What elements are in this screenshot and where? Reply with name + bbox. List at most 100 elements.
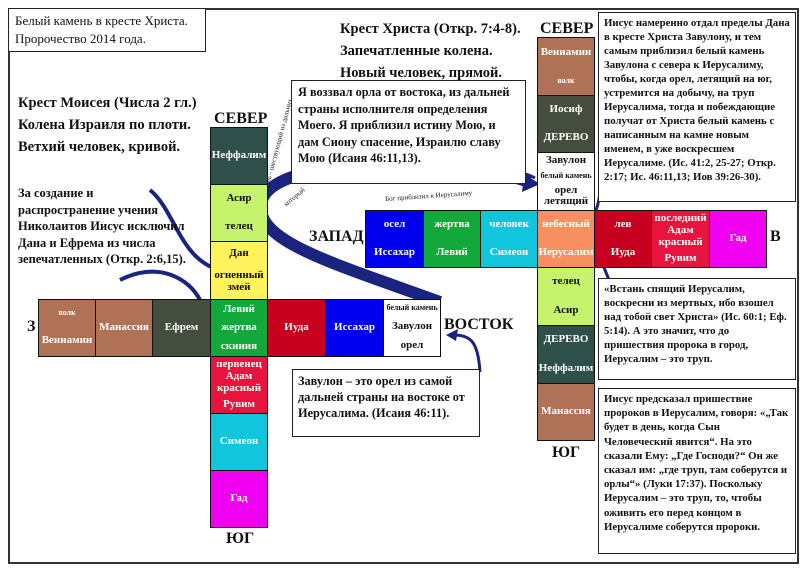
christ-cell-zebulun: Завулон белый камень орел летящий — [537, 152, 595, 211]
cell-label: жертва — [434, 218, 470, 231]
cell-label: Неффалим — [538, 361, 594, 374]
dan-ephraim-arrow — [119, 188, 221, 301]
title-box: Белый камень в кресте Христа. Пророчеств… — [8, 8, 206, 52]
cell-label: Иуда — [284, 321, 309, 334]
moses-heading-line: Крест Моисея (Числа 2 гл.) — [18, 95, 197, 111]
cell-label: белый камень — [540, 170, 592, 180]
cell-label: Манассия — [541, 405, 591, 418]
outer-frame — [8, 8, 799, 564]
cell-label: орел — [400, 339, 424, 352]
cell-label: небесный — [542, 218, 590, 231]
cell-label: телец — [225, 220, 253, 233]
cell-label: Асир — [226, 192, 252, 205]
cell-label: Завулон — [545, 154, 587, 167]
cell-label: осел — [383, 218, 406, 231]
cell-label: Иосиф — [549, 103, 583, 116]
cell-label: Гад — [729, 232, 747, 245]
cell-label: Левий — [223, 302, 255, 315]
christ-south-label: ЮГ — [552, 444, 581, 461]
moses-east-label: ВОСТОК — [444, 316, 514, 333]
zebulun-eagle-box: Завулон – это орел из самой дальней стра… — [292, 369, 480, 437]
moses-cell-naftali: Неффалим — [210, 127, 268, 185]
moses-heading-line: Ветхий человек, кривой. — [18, 139, 181, 155]
cell-label: Симеон — [489, 246, 529, 259]
moses-cell-judah: Иуда — [267, 299, 326, 357]
cell-label: Иссахар — [374, 246, 415, 259]
moses-heading-line: Колена Израиля по плоти. — [18, 117, 191, 133]
moses-north-label: СЕВЕР — [214, 110, 268, 127]
cell-label: Неффалим — [211, 149, 267, 162]
cell-label: белый камень — [386, 303, 438, 313]
cell-label: ДЕРЕВО — [543, 131, 589, 144]
cell-label: лев — [614, 218, 632, 231]
moses-cell-gad: Гад — [210, 470, 268, 528]
moses-cell-levi: Левий жертва скиния — [210, 299, 268, 357]
christ-east-label: В — [770, 228, 781, 245]
moses-south-label: ЮГ — [226, 530, 255, 547]
christ-heading: Крест Христа (Откр. 7:4-8). Запечатленны… — [340, 18, 521, 84]
title-line-2: Пророчество 2014 года. — [15, 31, 146, 46]
cell-label: Рувим — [223, 398, 255, 410]
cell-label: первенец Адам красный — [216, 358, 262, 394]
cell-label: Асир — [553, 303, 579, 316]
cell-label: Вениамин — [41, 334, 93, 347]
christ-cell-manasseh: Манассия — [537, 383, 595, 441]
cell-label: Ефрем — [164, 321, 199, 334]
moses-cell-issachar: Иссахар — [325, 299, 384, 357]
christ-heading-line: Крест Христа (Откр. 7:4-8). — [340, 21, 521, 37]
cell-label: волк — [58, 308, 76, 318]
moses-cell-dan: Дан огненный змей — [210, 241, 268, 300]
cell-label: Левий — [436, 246, 468, 259]
cell-label: Дан — [229, 246, 249, 259]
christ-cell-naftali: ДЕРЕВО Неффалим — [537, 325, 595, 384]
cell-label: Вениамин — [540, 46, 592, 59]
cell-label: Иуда — [610, 246, 636, 259]
right-top-note: Иисус намеренно отдал пределы Дана в кре… — [598, 12, 796, 202]
cell-label: Иерусалим — [538, 246, 594, 259]
christ-cell-benjamin: Вениамин волк — [537, 37, 595, 96]
christ-heading-line: Новый человек, прямой. — [340, 65, 502, 81]
cell-label: Гад — [230, 492, 248, 505]
moses-cell-asher: Асир телец — [210, 184, 268, 242]
christ-west-label: ЗАПАД — [309, 228, 364, 245]
cell-label: скиния — [220, 339, 258, 352]
title-line-1: Белый камень в кресте Христа. — [15, 13, 188, 28]
cell-label: жертва — [221, 321, 257, 334]
cell-label: волк — [557, 76, 575, 86]
cell-label: Иссахар — [334, 321, 375, 334]
cell-label: Манассия — [99, 321, 149, 334]
cell-label: Симеон — [219, 435, 259, 448]
zebulun-arrow — [451, 333, 482, 373]
nicolaitans-note: За создание и распространение учения Ник… — [18, 186, 186, 266]
cell-label: последний Адам красный — [654, 212, 707, 248]
cell-label: человек — [489, 218, 529, 231]
right-bottom-note: Иисус предсказал пришествие пророков в И… — [598, 388, 796, 554]
moses-cell-manasseh: Манассия — [95, 299, 153, 357]
cell-label: Завулон — [391, 319, 433, 332]
cell-label: огненный змей — [214, 269, 264, 293]
cell-label: орел летящий — [543, 183, 589, 208]
arrowhead-icon — [522, 174, 540, 192]
christ-north-label: СЕВЕР — [540, 20, 594, 37]
moses-west-label: З — [27, 318, 36, 335]
cell-label: Рувим — [664, 252, 697, 264]
moses-cell-ephraim: Ефрем — [152, 299, 211, 357]
zebulun-arrowhead-icon — [446, 329, 458, 341]
cell-label: ДЕРЕВО — [543, 333, 589, 346]
right-middle-note: «Встань спящий Иерусалим, воскресни из м… — [598, 278, 796, 380]
christ-heading-line: Запечатленные колена. — [340, 43, 493, 59]
cell-label: телец — [552, 275, 580, 288]
moses-cell-simeon: Симеон — [210, 413, 268, 471]
